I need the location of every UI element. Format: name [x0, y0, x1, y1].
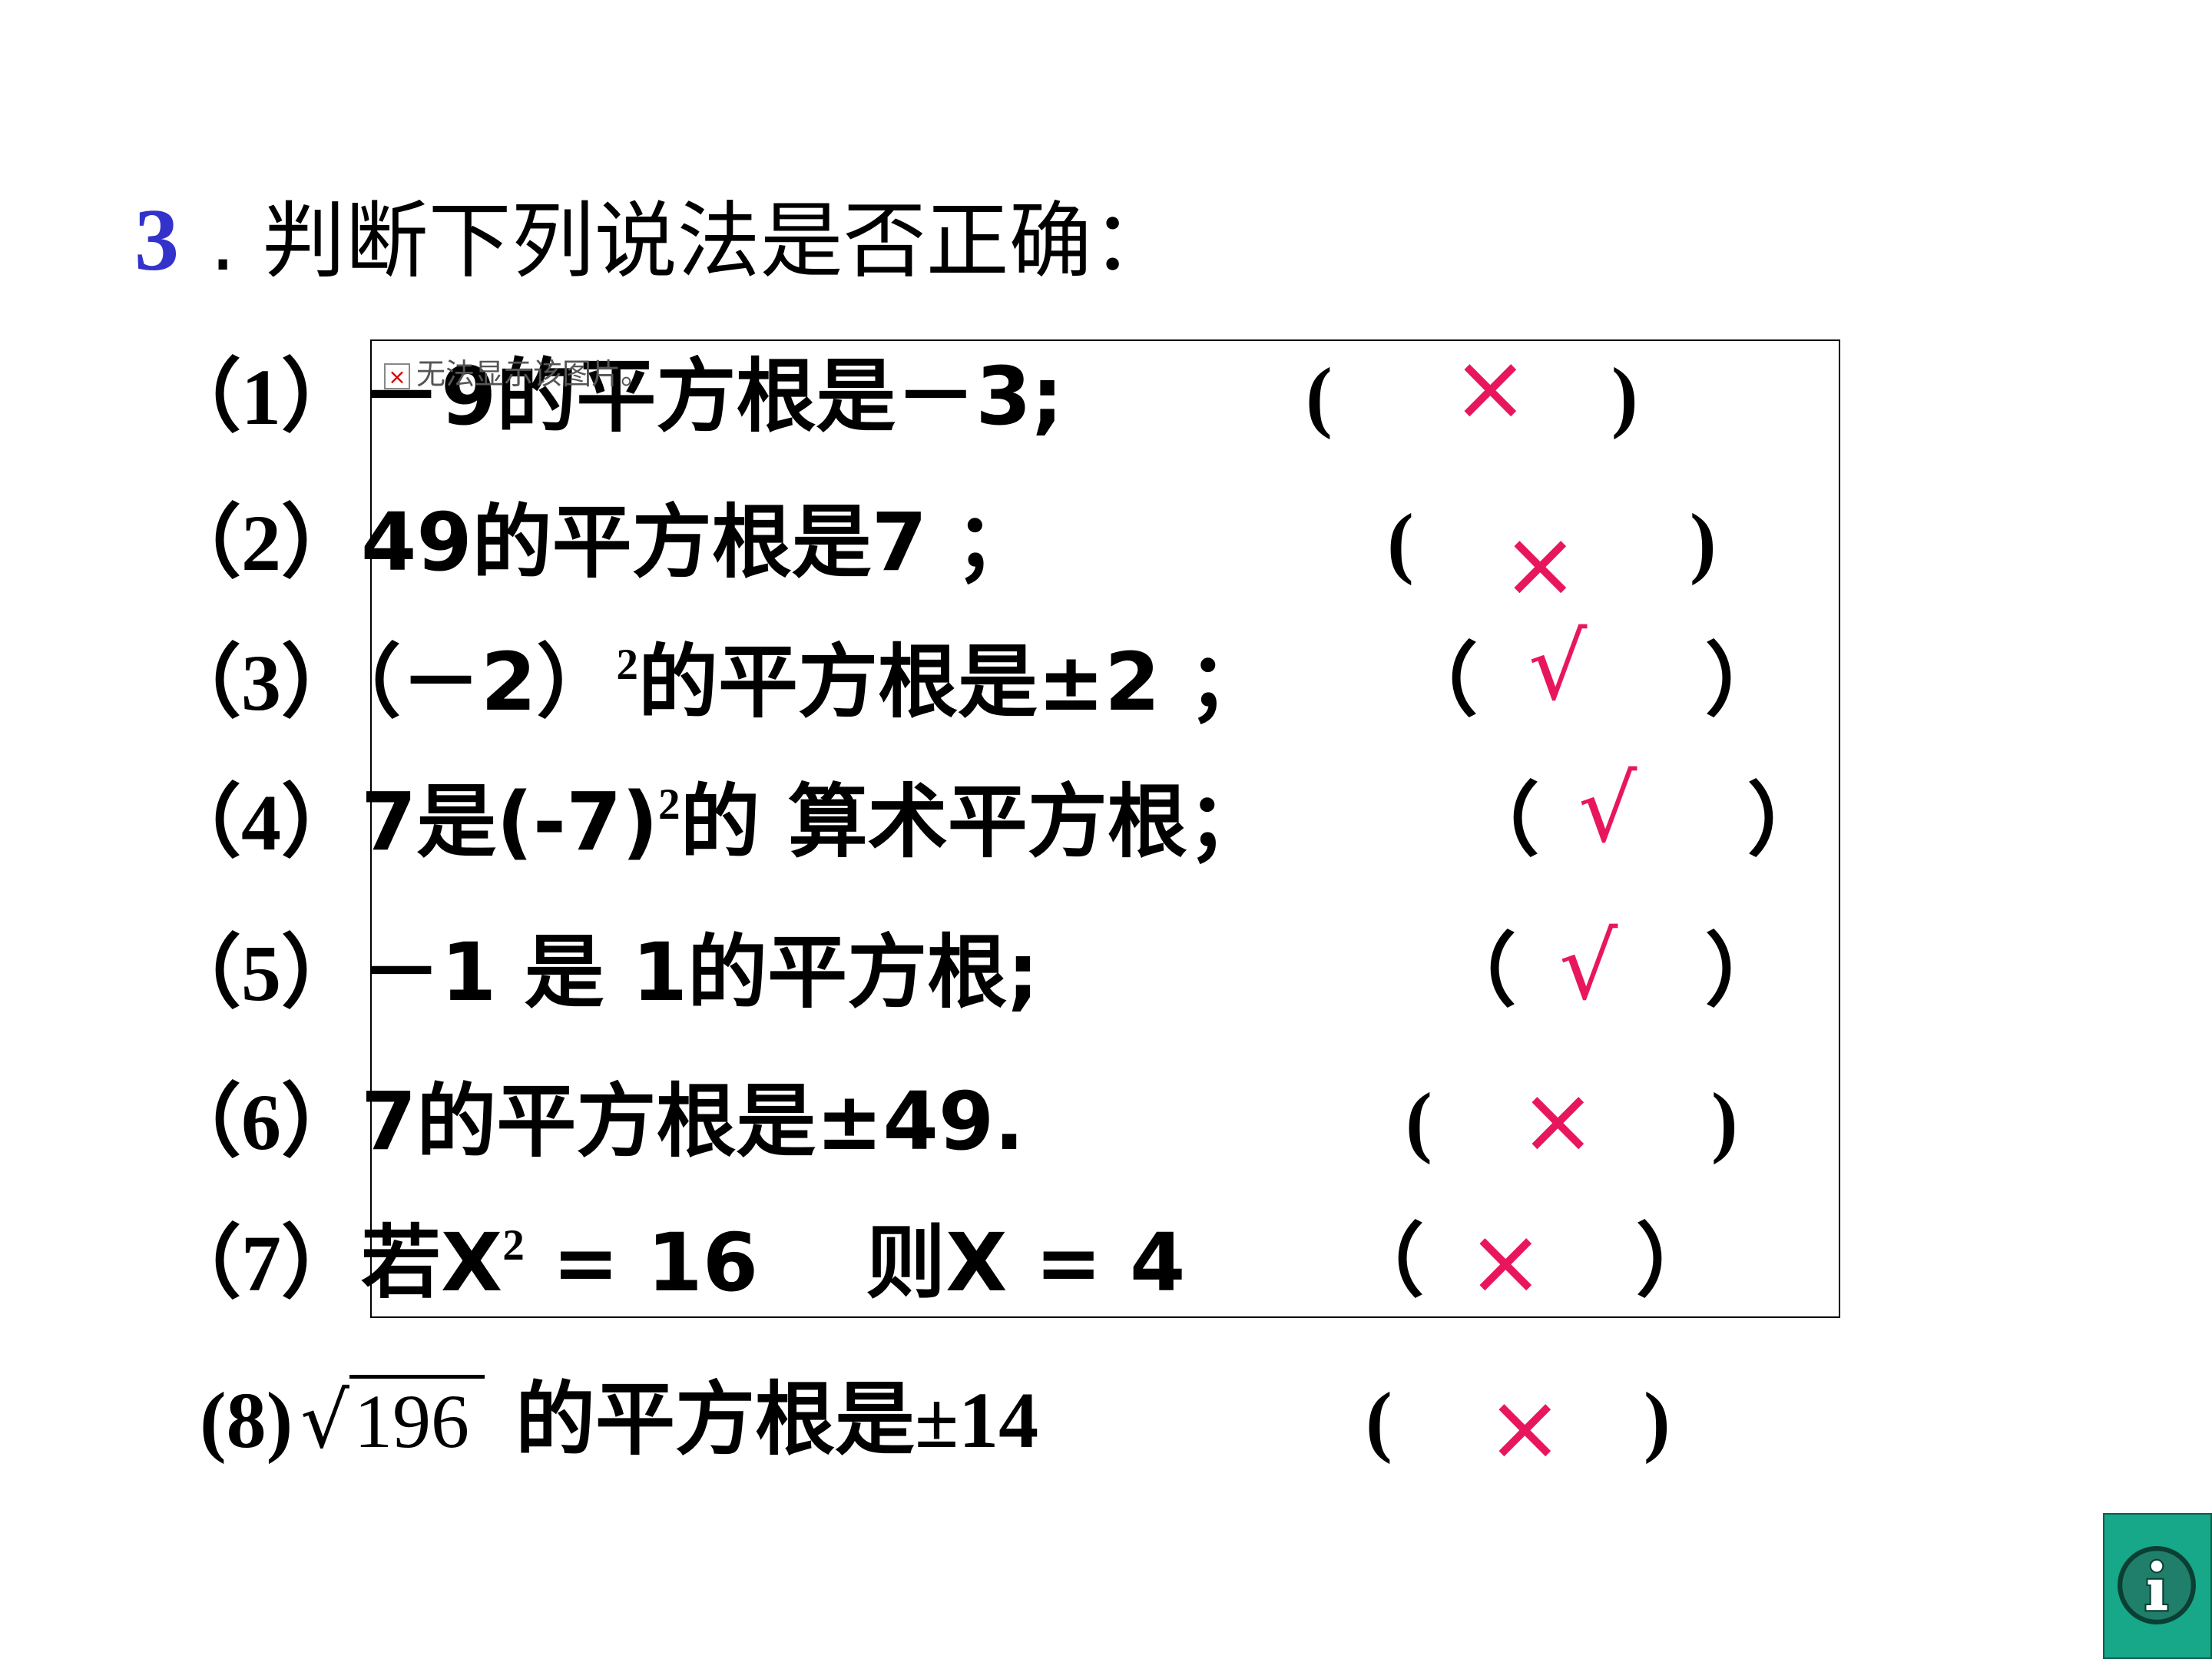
item-5: （5）－1 是 1的平方根;: [161, 919, 1039, 1026]
item-text-b: 的平方根是±2 ；: [637, 635, 1268, 729]
answer-open: (: [1306, 352, 1333, 440]
item-2: （2）49的平方根是7 ；: [161, 488, 1035, 596]
answer-close: ）: [1636, 1218, 1717, 1306]
cross-mark: ×: [1519, 1068, 1597, 1174]
check-mark: √: [1559, 914, 1618, 1021]
answer-open: (: [1366, 1376, 1392, 1465]
item-label: （7）: [161, 1220, 362, 1308]
item-text: 的平方根是±14: [515, 1376, 1039, 1465]
item-text: 7的平方根是±49.: [361, 1075, 1025, 1168]
answer-open: （: [1344, 1218, 1425, 1306]
item-label: (8): [200, 1376, 293, 1465]
item-exponent: 2: [616, 640, 638, 689]
item-text: －1 是 1的平方根;: [361, 926, 1039, 1019]
item-text: －9的平方根是－3;: [361, 349, 1064, 443]
question-title: 3. 判断下列说法是否正确：: [134, 196, 1175, 285]
answer-close: ）: [1705, 928, 1786, 1016]
answer-close: ）: [1747, 777, 1828, 866]
answer-open: （: [1398, 637, 1479, 726]
check-mark: √: [1528, 614, 1588, 721]
info-icon: [2118, 1546, 2196, 1624]
answer-close: ）: [1705, 637, 1786, 726]
broken-image-icon: ×: [384, 363, 410, 389]
radical-sign: √: [300, 1376, 349, 1465]
cross-mark: ×: [1486, 1375, 1564, 1482]
cross-mark: ×: [1467, 1209, 1545, 1316]
answer-open: （: [1436, 928, 1517, 1016]
item-text-a: 若X: [361, 1216, 503, 1310]
item-text-a: （－2）: [361, 635, 617, 729]
item-label: （1）: [161, 353, 362, 442]
answer-close: ): [1611, 352, 1638, 440]
answer-open: （: [1459, 777, 1540, 866]
item-text-a: 7是(-7): [361, 775, 658, 869]
item-text: 49的平方根是7 ；: [361, 495, 1035, 589]
broken-image-text: 无法显示该图片。: [416, 357, 651, 391]
cross-mark: ×: [1452, 335, 1529, 442]
item-label: （4）: [161, 779, 362, 867]
answer-close: ): [1690, 498, 1717, 586]
item-text-b: = 16 则X = 4: [524, 1216, 1186, 1310]
item-label: （6）: [161, 1078, 362, 1167]
answer-close: ): [1711, 1077, 1738, 1165]
answer-open: (: [1406, 1077, 1432, 1165]
radicand: 196: [349, 1375, 485, 1464]
answer-open: (: [1387, 498, 1414, 586]
item-7: （7）若X2 = 16 则X = 4: [161, 1209, 1185, 1316]
question-number: 3: [134, 191, 179, 290]
item-label: （5）: [161, 929, 362, 1018]
item-exponent: 2: [657, 780, 680, 829]
item-label: （3）: [161, 639, 362, 727]
item-6: （6）7的平方根是±49.: [161, 1068, 1025, 1175]
question-text: . 判断下列说法是否正确：: [210, 194, 1175, 290]
broken-image-frame: [370, 339, 1840, 1318]
cross-mark: ×: [1502, 512, 1579, 618]
item-label: （2）: [161, 499, 362, 588]
item-1: （1）－9的平方根是－3;: [161, 343, 1063, 450]
broken-image-label: ×无法显示该图片。: [384, 350, 650, 392]
answer-close: ): [1644, 1376, 1671, 1465]
check-mark: √: [1578, 757, 1637, 863]
info-button[interactable]: [2103, 1513, 2212, 1659]
item-text-b: 的 算术平方根；: [680, 775, 1267, 869]
sqrt-expression: √196: [300, 1367, 485, 1475]
item-8: (8)√196 的平方根是±14: [200, 1367, 1038, 1475]
item-exponent: 2: [502, 1220, 525, 1270]
item-4: （4）7是(-7)2的 算术平方根；: [161, 768, 1267, 876]
item-3: （3）（－2）2的平方根是±2 ；: [161, 628, 1268, 736]
